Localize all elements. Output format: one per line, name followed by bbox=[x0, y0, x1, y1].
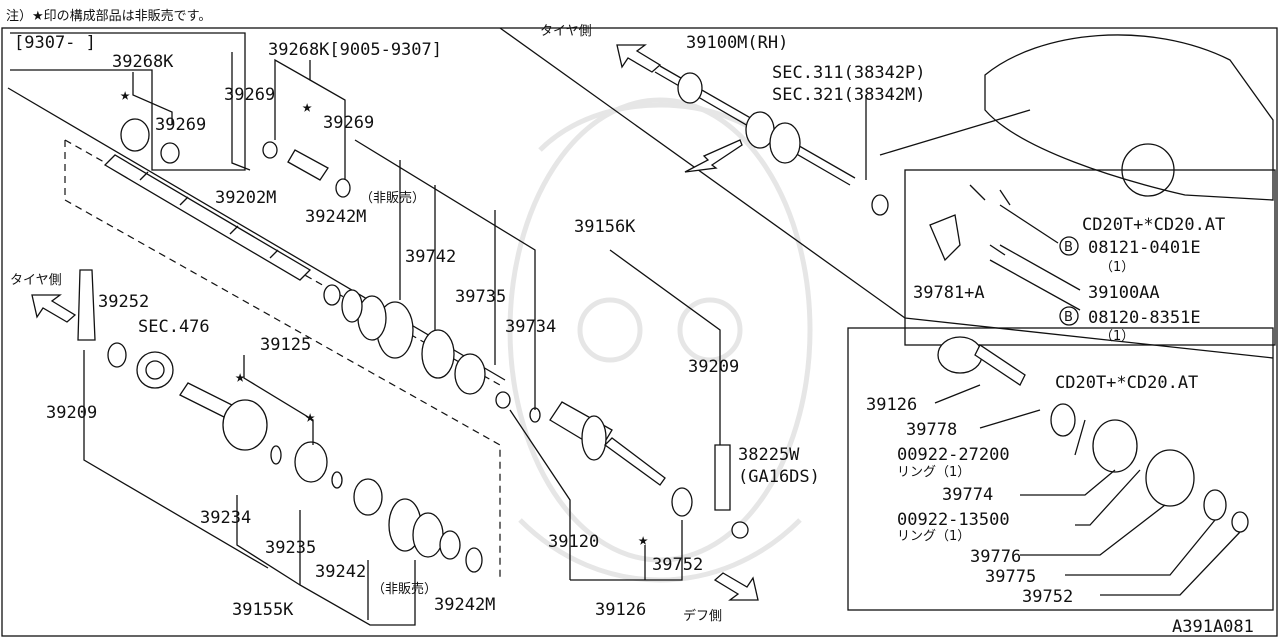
label-39269: 39269 bbox=[155, 115, 206, 135]
label-sec311: SEC.311(38342P) bbox=[772, 63, 926, 83]
stub-39209-tire bbox=[77, 269, 174, 389]
label-39774: 39774 bbox=[942, 485, 993, 505]
label-39156K: 39156K bbox=[574, 217, 636, 237]
diff-side-label: デフ側 bbox=[683, 608, 722, 624]
label-cd20t: CD20T+*CD20.AT bbox=[1082, 215, 1225, 235]
star-mark: ★ bbox=[305, 407, 315, 427]
label-39100M: 39100M(RH) bbox=[686, 33, 788, 53]
inset-joint-39126 bbox=[937, 336, 1249, 533]
arrow-car-pointer-icon bbox=[684, 139, 743, 173]
label-sec476: SEC.476 bbox=[138, 317, 210, 337]
bolt-symbol-label: B bbox=[1064, 240, 1073, 255]
bracket-39781 bbox=[929, 184, 1011, 262]
label-39202M: 39202M bbox=[215, 188, 276, 208]
label-bolt-08120: 08120-8351E bbox=[1088, 308, 1201, 328]
boot-39742-group bbox=[323, 284, 486, 395]
label-cd20t: CD20T+*CD20.AT bbox=[1055, 373, 1198, 393]
bolt-symbol-label: B bbox=[1064, 310, 1073, 325]
bolt-symbol-icon bbox=[1059, 306, 1079, 326]
label-39234: 39234 bbox=[200, 508, 251, 528]
label-00922-13500: 00922-13500 bbox=[897, 510, 1010, 530]
tire-side-label: タイヤ側 bbox=[540, 24, 592, 39]
tire-side-left-label: タイヤ側 bbox=[10, 273, 62, 288]
label-39268K: 39268K bbox=[112, 52, 174, 72]
label-39125: 39125 bbox=[260, 335, 311, 355]
ring-qty-label: リング（1） bbox=[897, 465, 970, 480]
not-for-sale-label: （非販売） bbox=[372, 581, 437, 597]
label-39742: 39742 bbox=[405, 247, 456, 267]
watermark-logo bbox=[507, 97, 813, 583]
label-bolt-08121: 08121-0401E bbox=[1088, 238, 1201, 258]
label-39126: 39126 bbox=[595, 600, 646, 620]
label-39209: 39209 bbox=[46, 403, 97, 423]
label-39268K-date: 39268K[9005-9307] bbox=[268, 40, 442, 60]
arrow-diff-side-icon bbox=[713, 572, 759, 601]
label-39235: 39235 bbox=[265, 538, 316, 558]
label-39735: 39735 bbox=[455, 287, 506, 307]
label-39269: 39269 bbox=[224, 85, 275, 105]
outer-joint-39125 bbox=[179, 382, 343, 489]
label-39252: 39252 bbox=[98, 292, 149, 312]
ring-qty-label: リング（1） bbox=[897, 529, 970, 544]
label-39734: 39734 bbox=[505, 317, 556, 337]
qty-label: （1） bbox=[1100, 260, 1134, 275]
label-39242: 39242 bbox=[315, 562, 366, 582]
label-39776: 39776 bbox=[970, 547, 1021, 567]
star-mark: ★ bbox=[638, 530, 648, 550]
label-38225W: 38225W bbox=[738, 445, 800, 465]
label-39242M: 39242M bbox=[305, 207, 366, 227]
date-range-label: [9307- ] bbox=[14, 33, 96, 53]
label-39752: 39752 bbox=[1022, 587, 1073, 607]
label-39242M: 39242M bbox=[434, 595, 495, 615]
label-39269: 39269 bbox=[323, 113, 374, 133]
arrow-tire-side-left-icon bbox=[31, 294, 77, 323]
parts-39268K-inset bbox=[120, 118, 351, 198]
outer-frame bbox=[1, 27, 1278, 637]
label-sec321: SEC.321(38342M) bbox=[772, 85, 926, 105]
label-39209: 39209 bbox=[688, 357, 739, 377]
star-mark: ★ bbox=[235, 367, 245, 387]
star-mark: ★ bbox=[302, 97, 312, 117]
shaft-outline-right bbox=[499, 27, 906, 319]
diagram-id: A391A081 bbox=[1172, 617, 1254, 637]
drive-shaft-39202M bbox=[103, 154, 312, 281]
label-ga16ds: (GA16DS) bbox=[738, 467, 820, 487]
not-for-sale-label: （非販売） bbox=[360, 190, 425, 206]
label-39126: 39126 bbox=[866, 395, 917, 415]
note-text: 注）★印の構成部品は非販売です。 bbox=[6, 8, 211, 24]
star-mark: ★ bbox=[120, 85, 130, 105]
assembly-dashed-outline bbox=[64, 140, 501, 580]
label-39775: 39775 bbox=[985, 567, 1036, 587]
shaft-outline-top bbox=[7, 87, 506, 381]
right-stub-38225W bbox=[714, 444, 749, 539]
label-00922-27200: 00922-27200 bbox=[897, 445, 1010, 465]
label-39781: 39781+A bbox=[913, 283, 985, 303]
boot-39242-group bbox=[353, 478, 483, 573]
inset-box-9307 bbox=[10, 32, 246, 171]
label-39778: 39778 bbox=[906, 420, 957, 440]
shaft-outline-right2 bbox=[904, 317, 1274, 359]
label-39120: 39120 bbox=[548, 532, 599, 552]
label-39752: 39752 bbox=[652, 555, 703, 575]
drive-shaft-39100M bbox=[654, 65, 889, 216]
leader-lines bbox=[83, 52, 1241, 626]
inset-box-cd20t-upper bbox=[904, 169, 1276, 346]
arrow-tire-side-icon bbox=[616, 44, 662, 73]
qty-label: （1） bbox=[1100, 329, 1134, 344]
car-body-sketch bbox=[879, 34, 1274, 201]
inner-joint-39120 bbox=[495, 391, 693, 517]
bolt-symbol-icon bbox=[1059, 236, 1079, 256]
inset-box-cd20t-lower bbox=[847, 327, 1274, 611]
label-39155K: 39155K bbox=[232, 600, 294, 620]
label-39100AA: 39100AA bbox=[1088, 283, 1160, 303]
